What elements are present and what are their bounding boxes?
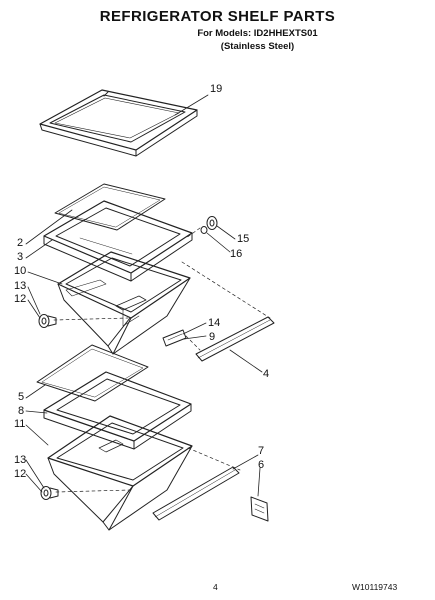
callout-4: 4 [263,368,270,380]
part-2-glass-panel [54,183,166,231]
assembly-dashed-lines [53,227,271,493]
document-number: W10119743 [352,582,398,592]
part-5-lower-glass-panel [36,344,149,402]
part-11-lower-crisper-drawer [47,415,193,531]
callout-13-upper: 13 [14,280,27,292]
callout-12-upper: 12 [14,293,27,305]
page-title: REFRIGERATOR SHELF PARTS [99,8,336,25]
part-10-upper-crisper-drawer [57,251,191,355]
model-number: For Models: ID2HHEXTS01 [197,28,318,39]
part-13-12-upper-fasteners [38,314,57,328]
callout-6: 6 [258,459,265,471]
callout-13-lower: 13 [14,454,27,466]
callout-19: 19 [210,83,223,95]
part-19-top-shelf [39,89,198,157]
callout-5: 5 [18,391,25,403]
model-variant: (Stainless Steel) [220,41,295,52]
part-3-cover-frame [43,200,193,282]
page-number: 4 [213,582,218,592]
callout-14: 14 [208,317,221,329]
callout-8: 8 [18,405,25,417]
part-6-7-bracket [250,496,269,522]
callout-10: 10 [14,265,27,277]
part-14-9-slide-clip [162,329,187,347]
callout-12-lower: 12 [14,468,27,480]
callout-15: 15 [237,233,250,245]
leader-lines [25,94,263,497]
callout-11: 11 [14,418,26,430]
part-4-upper-rail [195,316,275,362]
part-15-16-roller [200,216,218,234]
callout-9: 9 [209,331,216,343]
part-13-12-lower-fasteners [40,486,59,500]
callout-16: 16 [230,248,243,260]
callout-2: 2 [17,237,24,249]
callout-3: 3 [17,251,24,263]
callout-7: 7 [258,445,265,457]
part-4-lower-rail [152,466,240,521]
